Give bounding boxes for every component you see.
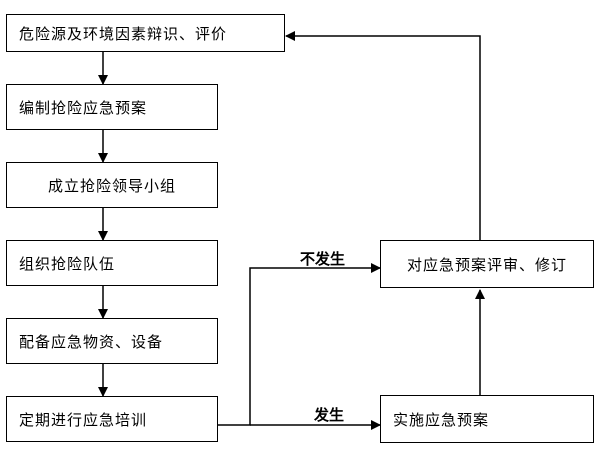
node-implement-plan: 实施应急预案 [380,395,594,443]
node-hazard-identification: 危险源及环境因素辩识、评价 [6,14,285,52]
node-compile-plan-label: 编制抢险应急预案 [19,98,148,117]
node-form-leadership-label: 成立抢险领导小组 [47,176,176,195]
node-prepare-materials-label: 配备应急物资、设备 [19,332,164,351]
node-regular-training-label: 定期进行应急培训 [19,410,148,429]
edge-label-not-occurred: 不发生 [300,250,346,268]
edge-label-occurred: 发生 [314,406,345,424]
arrow-review-to-hazard [285,31,481,240]
node-review-revise-label: 对应急预案评审、修订 [406,255,567,274]
node-hazard-identification-label: 危险源及环境因素辩识、评价 [19,24,228,43]
node-prepare-materials: 配备应急物资、设备 [6,318,218,364]
node-organize-team-label: 组织抢险队伍 [19,254,116,273]
node-regular-training: 定期进行应急培训 [6,396,218,442]
node-implement-plan-label: 实施应急预案 [393,410,490,429]
arrow-training-to-review [218,263,381,426]
node-organize-team: 组织抢险队伍 [6,240,218,286]
node-compile-plan: 编制抢险应急预案 [6,84,218,130]
node-form-leadership: 成立抢险领导小组 [6,162,218,208]
node-review-revise: 对应急预案评审、修订 [380,240,594,288]
